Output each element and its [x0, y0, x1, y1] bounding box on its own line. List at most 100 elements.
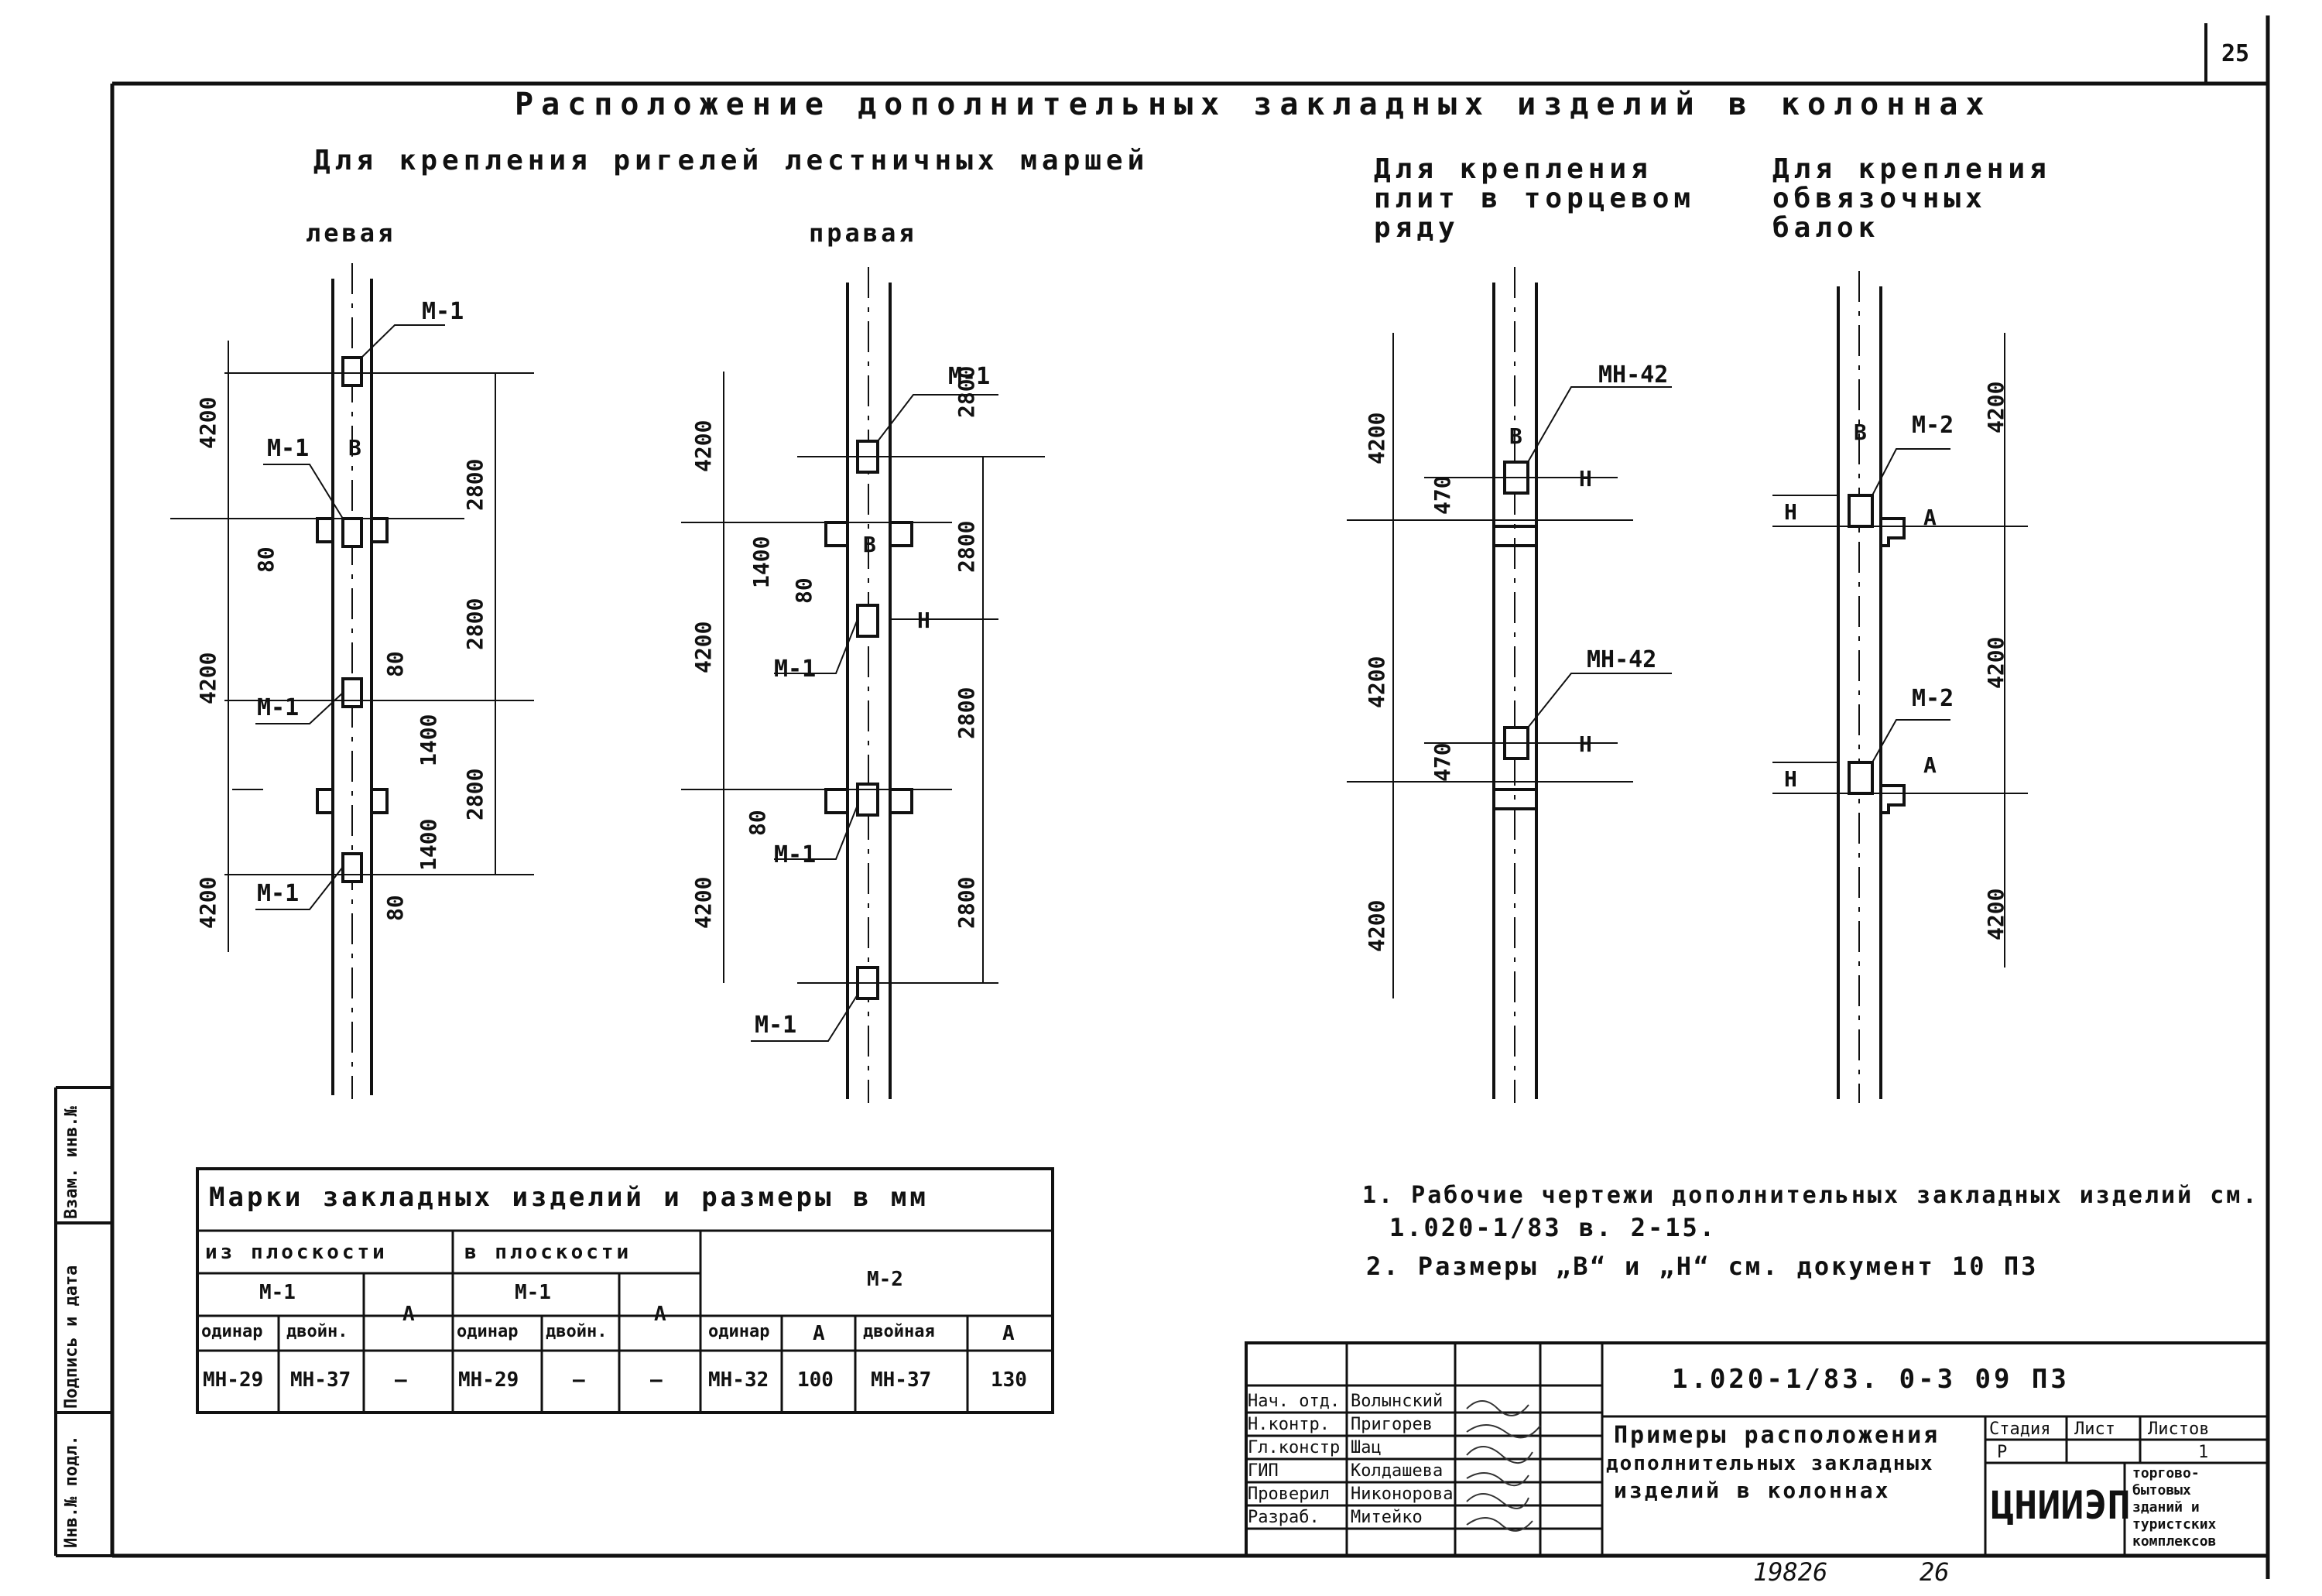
col-right-dim-2800-3: 2800 [954, 687, 979, 739]
col-right-dim-4200-3: 4200 [690, 876, 716, 929]
table-h-in: в плоскости [464, 1241, 632, 1264]
col-left-dim-2800-2: 2800 [462, 598, 488, 650]
stamp-sheets-value: 1 [2198, 1443, 2209, 1462]
table-cell-8: 100 [797, 1368, 834, 1392]
table-h-m1-in: М-1 [515, 1281, 551, 1304]
stamp-name-6: Митейко [1351, 1508, 1423, 1527]
col-beams-dim-4200-2: 4200 [1983, 636, 2009, 689]
col-left-dim-2800-3: 2800 [462, 768, 488, 820]
col-plates-mark-1: МН-42 [1598, 361, 1669, 389]
stamp-title-1: Примеры расположения [1614, 1422, 1940, 1449]
table-h-single-2: одинар [457, 1322, 519, 1341]
table-h-double-3: двойная [863, 1322, 935, 1341]
table-cell-4: МН-29 [458, 1368, 519, 1392]
table-h-a-4: А [1002, 1322, 1015, 1345]
col-left-dim-1400-1: 1400 [416, 714, 441, 766]
col-plates-dim-470-1: 470 [1430, 475, 1455, 515]
col-plates-mark-2: МН-42 [1587, 646, 1657, 673]
col-right-h: Н [917, 608, 930, 633]
page-title: Расположение дополнительных закладных из… [515, 87, 1992, 122]
col-right-dim-2800-2: 2800 [954, 520, 979, 573]
col-right-mark-1: М-1 [948, 363, 991, 390]
stamp-org-sub-3: зданий и [2132, 1499, 2200, 1516]
stamp-stage-header: Стадия [1989, 1420, 2051, 1439]
table-h-m1-out: М-1 [259, 1281, 296, 1304]
col-left-b: В [348, 435, 361, 461]
table-h-double-1: двойн. [286, 1322, 348, 1341]
table-h-a-out: А [402, 1303, 415, 1326]
col-beams-mark-2: М-2 [1912, 685, 1954, 712]
col-left-mark-2: М-1 [267, 435, 310, 462]
table-cell-7: МН-32 [708, 1368, 769, 1392]
col-beams-dim-4200-3: 4200 [1983, 888, 2009, 940]
stamp-sheets-header: Листов [2148, 1420, 2210, 1439]
stamp-role-2: Н.контр. [1248, 1415, 1330, 1434]
table-h-a-in: А [654, 1303, 666, 1326]
note-2: 2. Размеры „В“ и „Н“ см. документ 10 ПЗ [1366, 1252, 2039, 1281]
col-plates-h-2: Н [1579, 731, 1592, 757]
stamp-name-2: Пригорев [1351, 1415, 1433, 1434]
group-stair-heading: Для крепления ригелей лестничных маршей [313, 145, 1149, 176]
col-left-mark-3: М-1 [257, 694, 300, 721]
col-beams-mark-1: М-2 [1912, 412, 1954, 439]
table-cell-5: — [573, 1368, 585, 1392]
col-right-dim-4200-2: 4200 [690, 621, 716, 673]
stamp-name-5: Никонорова [1351, 1485, 1454, 1504]
stamp-role-1: Нач. отд. [1248, 1392, 1341, 1411]
column-right [681, 267, 1045, 1103]
column-left [170, 263, 534, 1099]
table-h-out: из плоскости [205, 1241, 388, 1264]
col-beams-b: В [1854, 420, 1867, 445]
col-beams-dim-4200-1: 4200 [1983, 381, 2009, 433]
stamp-title-2: дополнительных закладных [1606, 1452, 1934, 1475]
col-left-dim-80-2: 80 [382, 651, 408, 677]
note-1: 1. Рабочие чертежи дополнительных заклад… [1362, 1182, 2259, 1209]
margin-sign-date: Подпись и дата [62, 1265, 81, 1409]
stamp-org-sub-1: торгово- [2132, 1465, 2200, 1481]
col-beams-h-1: Н [1784, 499, 1797, 525]
col-left-dim-4200-2: 4200 [195, 652, 221, 704]
col-right-dim-2800-4: 2800 [954, 876, 979, 929]
col-right-dim-80-2: 80 [745, 810, 770, 836]
table-h-double-2: двойн. [546, 1322, 608, 1341]
col-right-dim-80-1: 80 [791, 577, 817, 604]
col-right-dim-4200-1: 4200 [690, 420, 716, 472]
left-label: левая [306, 218, 396, 248]
stamp-org-logo: ЦНИИЭП [1991, 1483, 2131, 1528]
col-plates-h-1: Н [1579, 466, 1592, 491]
group-beams-heading: Для крепления обвязочных балок [1772, 153, 2051, 244]
col-plates-dim-470-2: 470 [1430, 742, 1455, 782]
stamp-sheet-header: Лист [2074, 1420, 2115, 1439]
table-h-m2: М-2 [867, 1268, 903, 1291]
col-plates-b: В [1509, 423, 1522, 449]
table-h-single-1: одинар [201, 1322, 263, 1341]
marks-table-grid [196, 1167, 1054, 1414]
col-plates-dim-4200-2: 4200 [1364, 656, 1389, 708]
margin-inv-no: Инв.№ подл. [62, 1435, 81, 1548]
table-cell-3: — [395, 1368, 407, 1392]
stamp-title-3: изделий в колоннах [1614, 1478, 1891, 1503]
stamp-role-6: Разраб. [1248, 1508, 1320, 1527]
bottom-page: 26 [1920, 1557, 1950, 1587]
col-left-mark-1: М-1 [422, 298, 464, 325]
col-left-dim-4200-3: 4200 [195, 876, 221, 929]
table-h-a-3: А [813, 1322, 825, 1345]
column-beams [1772, 271, 2028, 1103]
col-right-mark-3: М-1 [774, 841, 817, 868]
stamp-role-4: ГИП [1248, 1461, 1279, 1481]
stamp-org-sub-4: туристских [2132, 1516, 2217, 1533]
sheet-number: 25 [2221, 40, 2250, 67]
col-left-dim-2800-1: 2800 [462, 458, 488, 511]
col-right-dim-1400: 1400 [748, 536, 774, 588]
stamp-name-3: Шац [1351, 1438, 1382, 1457]
col-right-mark-2: М-1 [774, 656, 817, 683]
column-plates [1347, 267, 1672, 1103]
stamp-stage-value: Р [1997, 1443, 2008, 1462]
col-left-dim-80-1: 80 [253, 546, 279, 573]
table-h-single-3: одинар [708, 1322, 770, 1341]
stamp-org-sub-2: бытовых [2132, 1482, 2191, 1498]
stamp-grid [1245, 1341, 2269, 1557]
col-left-mark-4: М-1 [257, 880, 300, 907]
signatures [1466, 1400, 1541, 1532]
stamp-name-1: Волынский [1351, 1392, 1444, 1411]
